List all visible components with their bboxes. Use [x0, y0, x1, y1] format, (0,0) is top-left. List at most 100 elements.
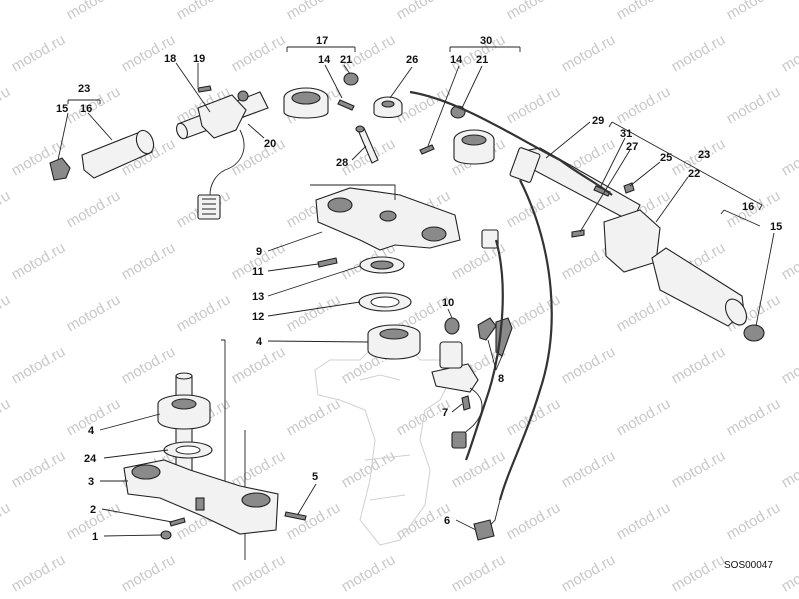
leader-lines — [57, 62, 775, 537]
callout-c11: 11 — [252, 266, 264, 278]
watermark-text: motod.ru — [449, 551, 509, 595]
callout-c8: 8 — [498, 373, 504, 385]
callout-c14a: 14 — [318, 54, 331, 66]
throttle-cables — [409, 90, 613, 541]
watermark-text: motod.ru — [724, 499, 784, 543]
callout-c16l: 16 — [80, 103, 92, 115]
callout-c6: 6 — [444, 515, 450, 527]
watermark-text: motod.ru — [9, 447, 69, 491]
callout-c26: 26 — [406, 54, 418, 66]
watermark-text: motod.ru — [779, 551, 799, 595]
watermark-text: motod.ru — [614, 83, 674, 127]
callout-c23l: 23 — [78, 83, 90, 95]
watermark-text: motod.ru — [284, 395, 344, 439]
callout-c30: 30 — [480, 35, 492, 47]
ignition-switch — [431, 317, 513, 449]
watermark-text: motod.ru — [64, 83, 124, 127]
callout-c25: 25 — [660, 152, 672, 164]
callout-c4b: 4 — [88, 425, 95, 437]
left-switch-wire — [209, 129, 245, 196]
steering-nut — [373, 96, 403, 119]
watermark-text: motod.ru — [284, 291, 344, 335]
watermark-text: motod.ru — [669, 31, 729, 75]
left-handlebar-assembly — [49, 85, 269, 220]
callout-c20: 20 — [264, 138, 276, 150]
left-bar-end-plug — [49, 157, 71, 181]
watermark-text: motod.ru — [64, 187, 124, 231]
watermark-text: motod.ru — [614, 291, 674, 335]
watermark-text: motod.ru — [64, 0, 124, 23]
watermark-text: motod.ru — [504, 499, 564, 543]
ignition-key-b — [495, 317, 513, 357]
watermark-text: motod.ru — [119, 239, 179, 283]
switch-cylinder-10 — [444, 317, 460, 335]
watermark-text: motod.ru — [504, 395, 564, 439]
watermark-text: motod.ru — [229, 551, 289, 595]
right-handlebar-assembly — [481, 147, 765, 342]
watermark-text: motod.ru — [449, 447, 509, 491]
watermark-text: motod.ru — [0, 499, 13, 543]
callout-c24: 24 — [84, 453, 97, 465]
watermark-text: motod.ru — [724, 395, 784, 439]
watermark-text: motod.ru — [229, 135, 289, 179]
callout-c21a: 21 — [340, 54, 352, 66]
watermark-text: motod.ru — [779, 239, 799, 283]
callout-c19: 19 — [193, 53, 205, 65]
watermark-text: motod.ru — [0, 187, 13, 231]
clamp-bolt-14a — [337, 99, 355, 111]
watermark-text: motod.ru — [174, 291, 234, 335]
watermark-text: motod.ru — [9, 551, 69, 595]
cable-adjuster-6 — [473, 519, 495, 541]
watermark-text: motod.ru — [559, 551, 619, 595]
watermark-text: motod.ru — [504, 291, 564, 335]
watermark-text: motod.ru — [9, 343, 69, 387]
watermark-text: motod.ru — [559, 31, 619, 75]
watermark-text: motod.ru — [669, 343, 729, 387]
watermark-text: motod.ru — [394, 0, 454, 23]
watermark-text: motod.ru — [779, 135, 799, 179]
callout-c29: 29 — [592, 115, 604, 127]
callout-c18: 18 — [164, 53, 176, 65]
watermark-text: motod.ru — [779, 447, 799, 491]
watermark-text: motod.ru — [779, 31, 799, 75]
watermark-text: motod.ru — [0, 0, 13, 23]
left-connector — [197, 194, 221, 220]
yoke-bolt-11 — [317, 257, 338, 268]
watermark-text: motod.ru — [0, 395, 13, 439]
left-switch-housing — [197, 94, 247, 139]
watermark-text: motod.ru — [284, 0, 344, 23]
callout-c27: 27 — [626, 141, 638, 153]
callout-c21b: 21 — [476, 54, 488, 66]
watermark-text: motod.ru — [559, 447, 619, 491]
watermark-text: motod.ru — [614, 395, 674, 439]
diagram-code: SOS00047 — [724, 560, 773, 571]
watermark-text: motod.ru — [669, 551, 729, 595]
watermark-text: motod.ru — [724, 0, 784, 23]
callout-c12: 12 — [252, 311, 264, 323]
watermark-text: motod.ru — [119, 551, 179, 595]
cap-21a — [343, 72, 359, 86]
watermark-text: motod.ru — [0, 291, 13, 335]
callout-c31: 31 — [620, 128, 632, 140]
callout-c3: 3 — [88, 476, 94, 488]
watermark-text: motod.ru — [0, 83, 13, 127]
watermark-text: motod.ru — [9, 31, 69, 75]
watermark-text: motod.ru — [449, 239, 509, 283]
throttle-housing — [603, 209, 661, 273]
watermark-text: motod.ru — [229, 343, 289, 387]
watermark-text: motod.ru — [9, 239, 69, 283]
lower-stem-assembly — [123, 372, 307, 540]
callout-c7: 7 — [442, 407, 448, 419]
right-bar-end-plug — [743, 324, 765, 342]
callout-c23r: 23 — [698, 149, 710, 161]
right-riser-clamp — [419, 105, 495, 165]
watermark-text: motod.ru — [504, 83, 564, 127]
watermark-text: motod.ru — [119, 343, 179, 387]
watermark-text: motod.ru — [339, 551, 399, 595]
watermark-text: motod.ru — [614, 0, 674, 23]
ignition-key-a — [477, 317, 497, 341]
watermark-text: motod.ru — [669, 447, 729, 491]
callout-c22: 22 — [688, 168, 700, 180]
